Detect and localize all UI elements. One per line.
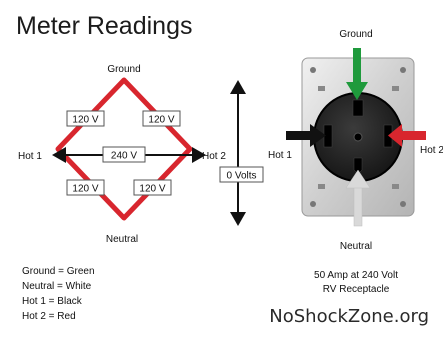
reading-value: 0 Volts [226,171,256,182]
center-screw-icon [353,132,363,142]
reading-box [102,146,146,163]
reading-box [66,179,105,196]
up-arrowhead-icon [230,80,246,94]
plate-screw-hole-icon [400,67,406,73]
reading-value: 120 V [139,184,165,195]
right-arrowhead-icon [192,147,206,163]
reading-value: 120 V [72,115,98,126]
node-neutral-label: Neutral [106,234,138,245]
color-legend: Ground = Green Neutral = White Hot 1 = B… [22,266,95,322]
receptacle-hot2-label: Hot 2 [420,145,443,156]
reading-box [142,110,181,127]
plate-slot-icon [318,86,325,91]
ground-neutral-arrow [230,80,246,226]
ground-arrow-icon [346,48,368,100]
plate-slot-icon [392,86,399,91]
node-hot2-label: Hot 2 [202,151,226,162]
reading-box [219,166,264,183]
reading-vertical: 0 Volts [219,166,264,183]
plate-slot-icon [392,184,399,189]
plate-screw-hole-icon [310,67,316,73]
reading-top-left: 120 V [66,110,105,127]
reading-bottom-right: 120 V [133,179,172,196]
receptacle-ground-label: Ground [339,29,372,40]
node-hot1-label: Hot 1 [18,151,42,162]
reading-middle: 240 V [102,146,146,163]
receptacle-caption-line2: RV Receptacle [323,284,390,295]
legend-ground: Ground = Green [22,266,95,277]
hot2-arrow-icon [388,124,426,147]
site-watermark: NoShockZone.org [269,306,429,327]
reading-value: 120 V [72,184,98,195]
receptacle-caption-line1: 50 Amp at 240 Volt [314,270,398,281]
reading-value: 240 V [111,151,137,162]
rv-receptacle-illustration: Ground Hot 1 Hot 2 Neutral 50 Amp at 240… [268,29,443,295]
hot1-arrow-icon [286,124,326,147]
legend-neutral: Neutral = White [22,281,92,292]
plate-slot-icon [318,184,325,189]
reading-bottom-left: 120 V [66,179,105,196]
legend-hot1: Hot 1 = Black [22,296,83,307]
neutral-slot-icon [353,157,363,175]
neutral-arrow-icon [345,169,371,227]
reading-box [133,179,172,196]
reading-box [66,110,105,127]
down-arrowhead-icon [230,212,246,226]
legend-hot2: Hot 2 = Red [22,311,76,322]
receptacle-neutral-label: Neutral [340,241,372,252]
receptacle-hot1-label: Hot 1 [268,150,292,161]
plate-screw-hole-icon [310,201,316,207]
node-ground-label: Ground [107,64,140,75]
left-arrowhead-icon [52,147,66,163]
reading-value: 120 V [148,115,174,126]
plate-screw-hole-icon [400,201,406,207]
page-title: Meter Readings [16,12,192,40]
reading-top-right: 120 V [142,110,181,127]
ground-slot-icon [352,99,364,117]
